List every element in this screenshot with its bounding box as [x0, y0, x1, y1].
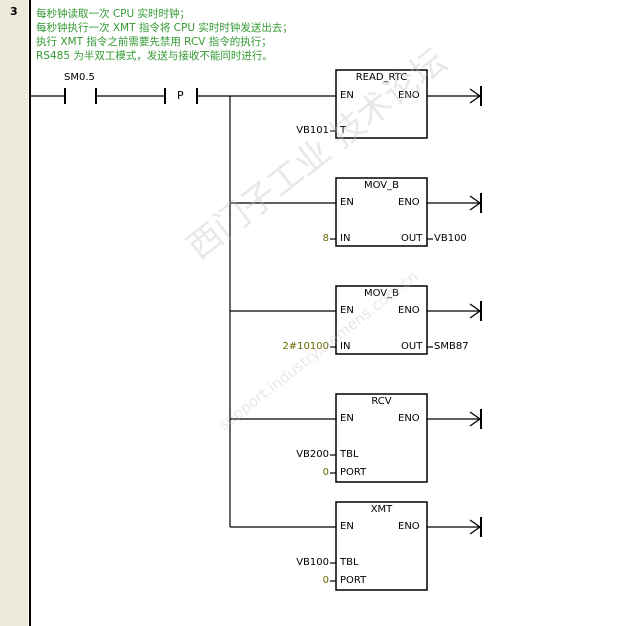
box-mov-b-1[interactable] — [335, 177, 428, 247]
xmt-operand-port[interactable]: 0 — [322, 575, 329, 586]
box-read-rtc[interactable] — [335, 69, 428, 139]
xmt-eno: ENO — [398, 521, 420, 532]
read-rtc-pin-t: T — [340, 125, 347, 136]
network-number[interactable]: 3 — [10, 5, 18, 18]
network-gutter — [0, 0, 28, 626]
rcv-pin-tbl: TBL — [340, 449, 359, 460]
xmt-pin-tbl: TBL — [340, 557, 359, 568]
mov-b-1-operand-in[interactable]: 8 — [322, 233, 329, 244]
network-comment[interactable]: 每秒钟读取一次 CPU 实时时钟； 每秒钟执行一次 XMT 指令将 CPU 实时… — [36, 7, 293, 63]
xmt-operand-tbl[interactable]: VB100 — [296, 557, 329, 568]
pulse-p-label[interactable]: P — [177, 89, 184, 102]
mov-b-1-en: EN — [340, 197, 354, 208]
box-mov-b-2[interactable] — [335, 285, 428, 355]
mov-b-2-en: EN — [340, 305, 354, 316]
mov-b-2-eno: ENO — [398, 305, 420, 316]
rcv-en: EN — [340, 413, 354, 424]
rcv-pin-port: PORT — [340, 467, 367, 478]
xmt-pin-port: PORT — [340, 575, 367, 586]
xmt-title: XMT — [370, 504, 393, 515]
comment-line-3: 执行 XMT 指令之前需要先禁用 RCV 指令的执行； — [36, 36, 272, 48]
rcv-title: RCV — [371, 396, 392, 407]
rcv-operand-tbl[interactable]: VB200 — [296, 449, 329, 460]
mov-b-2-operand-out[interactable]: SMB87 — [434, 341, 469, 352]
read-rtc-operand-t[interactable]: VB101 — [296, 125, 329, 136]
mov-b-1-operand-out[interactable]: VB100 — [434, 233, 467, 244]
xmt-en: EN — [340, 521, 354, 532]
contact-sm05-label[interactable]: SM0.5 — [64, 72, 95, 83]
mov-b-1-title: MOV_B — [363, 180, 400, 191]
comment-line-2: 每秒钟执行一次 XMT 指令将 CPU 实时时钟发送出去； — [36, 22, 293, 34]
read-rtc-en: EN — [340, 90, 354, 101]
mov-b-2-title: MOV_B — [363, 288, 400, 299]
box-rcv[interactable] — [335, 393, 428, 483]
read-rtc-title: READ_RTC — [355, 72, 408, 83]
mov-b-1-pin-out: OUT — [401, 233, 423, 244]
mov-b-1-eno: ENO — [398, 197, 420, 208]
mov-b-2-pin-out: OUT — [401, 341, 423, 352]
box-xmt[interactable] — [335, 501, 428, 591]
comment-line-4: RS485 为半双工模式，发送与接收不能同时进行。 — [36, 50, 273, 62]
rcv-eno: ENO — [398, 413, 420, 424]
rcv-operand-port[interactable]: 0 — [322, 467, 329, 478]
mov-b-2-pin-in: IN — [340, 341, 351, 352]
power-rail — [29, 0, 31, 626]
mov-b-1-pin-in: IN — [340, 233, 351, 244]
mov-b-2-operand-in[interactable]: 2#10100 — [282, 341, 329, 352]
read-rtc-eno: ENO — [398, 90, 420, 101]
comment-line-1: 每秒钟读取一次 CPU 实时时钟； — [36, 8, 191, 20]
